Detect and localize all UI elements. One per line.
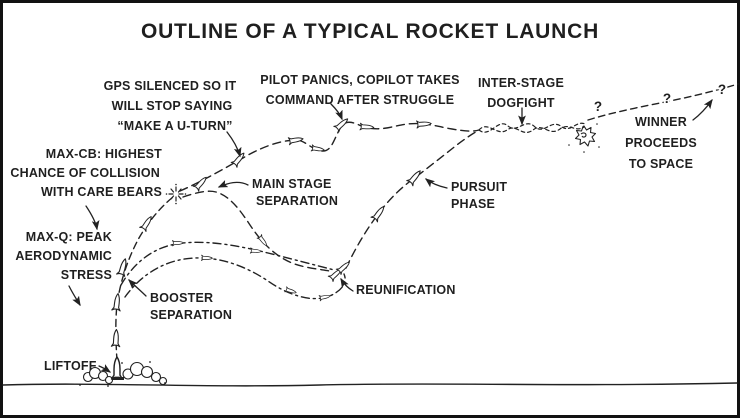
winner-trajectory <box>587 83 739 121</box>
separation-burst <box>165 183 187 205</box>
liftoff-arrow <box>98 364 112 373</box>
svg-text:PROCEEDS: PROCEEDS <box>625 136 697 150</box>
svg-text:MAIN STAGE: MAIN STAGE <box>252 177 332 191</box>
pursuit-trajectory <box>345 129 480 269</box>
max-q-label: MAX-Q: PEAK AERODYNAMIC STRESS <box>15 230 112 282</box>
svg-text:STRESS: STRESS <box>61 268 112 282</box>
max-cb-arrow <box>85 205 100 231</box>
svg-text:WILL STOP SAYING: WILL STOP SAYING <box>112 99 233 113</box>
annotation-arrows <box>68 98 713 373</box>
dogfight-weave-a <box>478 125 585 133</box>
dogfight-weave-b <box>478 122 586 133</box>
svg-text:CHANCE OF COLLISION: CHANCE OF COLLISION <box>10 166 160 180</box>
launch-smoke-clouds <box>79 361 168 387</box>
winner-arrow <box>692 98 713 121</box>
ground-line <box>2 382 738 387</box>
svg-text:GPS SILENCED SO IT: GPS SILENCED SO IT <box>104 79 237 93</box>
pursuit-label: PURSUIT PHASE <box>451 180 507 211</box>
booster-label: BOOSTER SEPARATION <box>150 291 232 322</box>
pilot-label: PILOT PANICS, COPILOT TAKES COMMAND AFTE… <box>260 73 459 107</box>
svg-text:COMMAND AFTER STRUGGLE: COMMAND AFTER STRUGGLE <box>266 93 455 107</box>
svg-text:SEPARATION: SEPARATION <box>256 194 338 208</box>
max-q-arrow <box>68 285 81 307</box>
main-stage-label: MAIN STAGE SEPARATION <box>252 177 338 208</box>
reunification-arrow <box>340 277 354 292</box>
liftoff-label: LIFTOFF <box>44 359 97 373</box>
svg-text:REUNIFICATION: REUNIFICATION <box>356 283 456 297</box>
svg-text:PURSUIT: PURSUIT <box>451 180 507 194</box>
svg-text:MAX-CB: HIGHEST: MAX-CB: HIGHEST <box>46 147 162 161</box>
dogfight-label: INTER-STAGE DOGFIGHT <box>478 76 564 110</box>
svg-text:INTER-STAGE: INTER-STAGE <box>478 76 564 90</box>
question-mark: ? <box>594 99 602 114</box>
svg-text:“MAKE A U-TURN”: “MAKE A U-TURN” <box>117 119 232 133</box>
main-stage-arrow <box>217 180 249 188</box>
booster-upper-trajectory <box>120 241 335 286</box>
svg-text:BOOSTER: BOOSTER <box>150 291 213 305</box>
explosion-scribble <box>568 123 600 153</box>
pursuit-arrow <box>424 178 448 189</box>
svg-text:AERODYNAMIC: AERODYNAMIC <box>15 249 112 263</box>
gps-arrow <box>226 131 242 158</box>
booster-arrow <box>128 279 147 297</box>
svg-text:SEPARATION: SEPARATION <box>150 308 232 322</box>
svg-text:WITH CARE BEARS: WITH CARE BEARS <box>41 185 162 199</box>
main-stage-descent-trajectory <box>182 190 331 272</box>
annotation-labels: GPS SILENCED SO IT WILL STOP SAYING “MAK… <box>10 73 697 373</box>
comic-title: OUTLINE OF A TYPICAL ROCKET LAUNCH <box>141 20 599 43</box>
svg-text:WINNER: WINNER <box>635 115 687 129</box>
svg-text:PHASE: PHASE <box>451 197 495 211</box>
reunification-label: REUNIFICATION <box>356 283 456 297</box>
question-mark: ? <box>663 91 671 106</box>
svg-text:MAX-Q: PEAK: MAX-Q: PEAK <box>26 230 112 244</box>
question-mark: ? <box>718 82 726 97</box>
pilot-arrow <box>330 103 343 121</box>
svg-text:DOGFIGHT: DOGFIGHT <box>487 96 555 110</box>
svg-text:PILOT PANICS, COPILOT TAKES: PILOT PANICS, COPILOT TAKES <box>260 73 459 87</box>
svg-text:LIFTOFF: LIFTOFF <box>44 359 97 373</box>
max-cb-label: MAX-CB: HIGHEST CHANCE OF COLLISION WITH… <box>10 147 162 199</box>
winner-label: WINNER PROCEEDS TO SPACE <box>625 115 697 171</box>
svg-text:TO SPACE: TO SPACE <box>629 157 693 171</box>
booster-lower-trajectory <box>124 257 346 300</box>
gps-label: GPS SILENCED SO IT WILL STOP SAYING “MAK… <box>104 79 237 133</box>
